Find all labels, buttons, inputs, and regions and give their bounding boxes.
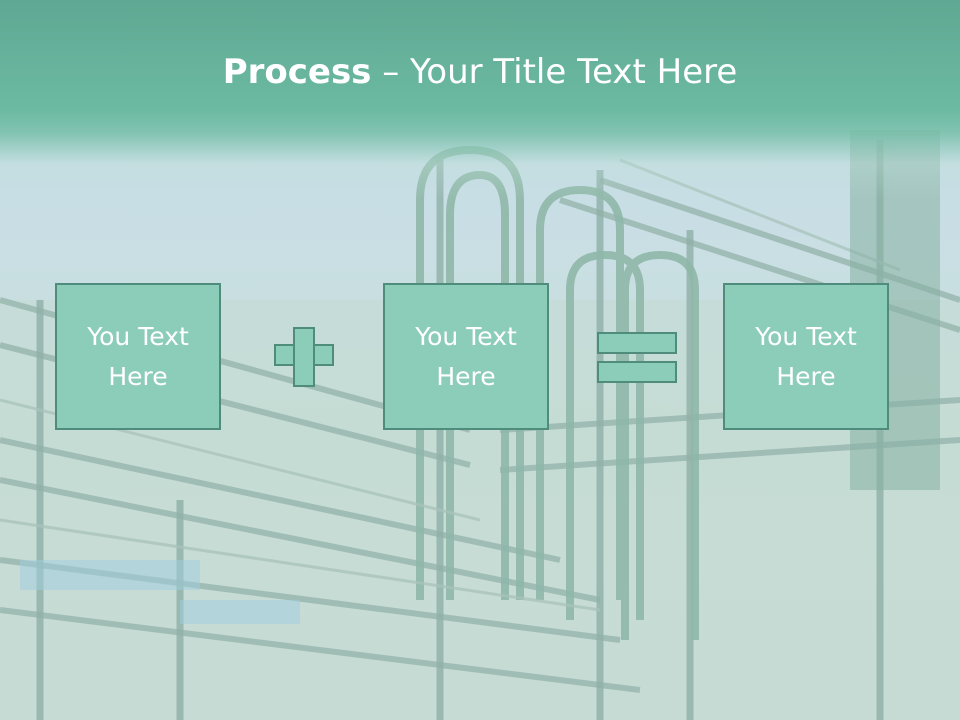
- process-box-2[interactable]: You Text Here: [383, 283, 549, 430]
- slide-title: Process – Your Title Text Here: [0, 52, 960, 92]
- process-box-result[interactable]: You Text Here: [723, 283, 889, 430]
- title-bold-part: Process: [222, 52, 372, 92]
- process-box-1-label: You Text Here: [87, 321, 189, 391]
- plus-icon-center: [295, 346, 313, 364]
- title-band: [0, 0, 960, 200]
- process-box-2-label: You Text Here: [415, 321, 517, 391]
- title-rest-part: – Your Title Text Here: [371, 52, 738, 92]
- equals-icon-top-bar: [597, 332, 677, 354]
- process-box-result-label: You Text Here: [755, 321, 857, 391]
- equals-icon-bottom-bar: [597, 361, 677, 383]
- process-box-1[interactable]: You Text Here: [55, 283, 221, 430]
